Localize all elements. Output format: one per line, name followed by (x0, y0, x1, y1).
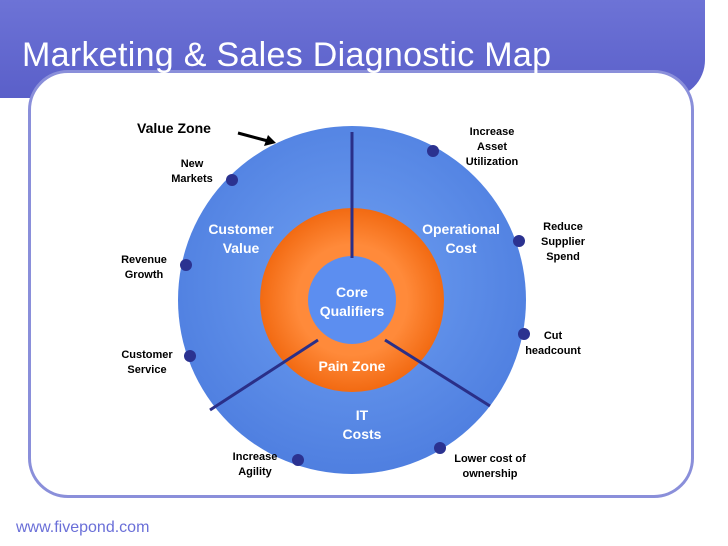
it-costs-label: IT Costs (342, 407, 382, 442)
node-dot-cut-headcount (518, 328, 530, 340)
value-zone-arrow (237, 131, 269, 143)
core-circle (308, 256, 396, 344)
value-zone-arrowhead (264, 135, 276, 146)
node-dot-new-markets (226, 174, 238, 186)
customer-value-label: Customer Value (208, 221, 274, 256)
divider-left (209, 338, 319, 412)
value-zone-label: Value Zone (137, 120, 211, 136)
core-qualifiers-label: Core Qualifiers (319, 284, 385, 319)
node-dot-reduce-supplier (513, 235, 525, 247)
new-markets-label: New Markets (171, 158, 213, 185)
divider-right (384, 338, 491, 408)
node-dot-increase-agility (292, 454, 304, 466)
node-dot-lower-cost (434, 442, 446, 454)
reduce-supplier-label: Reduce Supplier Spend (540, 221, 585, 263)
customer-service-label: Customer Service (121, 349, 173, 376)
cut-headcount-label: Cut headcount (525, 330, 581, 357)
node-dot-customer-service (184, 350, 196, 362)
lower-cost-label: Lower cost of ownership (454, 453, 526, 480)
node-dot-revenue-growth (180, 259, 192, 271)
footer-url[interactable]: www.fivepond.com (16, 519, 150, 536)
operational-cost-label: Operational Cost (422, 221, 500, 256)
page-title: Marketing & Sales Diagnostic Map (22, 36, 552, 74)
pain-zone-label: Pain Zone (318, 358, 386, 374)
increase-asset-label: Increase Asset Utilization (465, 126, 519, 168)
node-dot-increase-asset (427, 145, 439, 157)
increase-agility-label: Increase Agility (232, 451, 278, 478)
revenue-growth-label: Revenue Growth (121, 254, 167, 281)
